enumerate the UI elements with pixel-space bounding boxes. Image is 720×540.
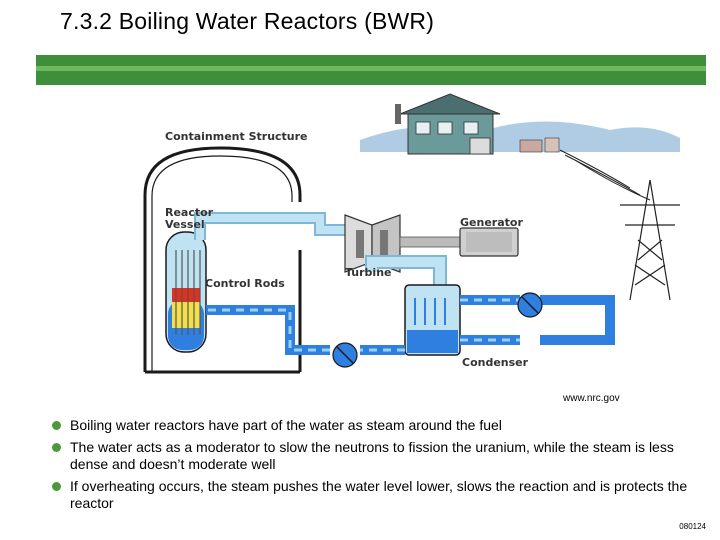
generator — [459, 227, 519, 257]
small-buildings-icon — [519, 137, 560, 153]
label-reactor-1: Reactor — [165, 206, 214, 219]
label-reactor-2: Vessel — [165, 218, 205, 231]
bullet-text: If overheating occurs, the steam pushes … — [70, 478, 688, 511]
cooling-water-loop — [460, 295, 520, 345]
transmission-tower-icon — [620, 179, 680, 301]
label-generator: Generator — [460, 216, 523, 229]
slide-number: 080124 — [679, 522, 706, 531]
containment-structure — [143, 146, 302, 372]
slide-title: 7.3.2 Boiling Water Reactors (BWR) — [60, 8, 435, 34]
bullet-item: The water acts as a moderator to slow th… — [52, 439, 712, 473]
bullet-text: Boiling water reactors have part of the … — [70, 417, 502, 433]
feedwater-pipe — [206, 305, 405, 355]
image-credit: www.nrc.gov — [563, 393, 620, 404]
bullet-text: The water acts as a moderator to slow th… — [70, 439, 674, 472]
title-underline-stripe — [36, 66, 706, 71]
reactor-vessel — [165, 231, 207, 353]
feedwater-pump-icon — [332, 342, 358, 368]
turbine-shaft — [399, 236, 461, 248]
label-turbine: Turbine — [345, 266, 392, 279]
label-control-rods: Control Rods — [205, 277, 285, 290]
bullet-dot-icon — [52, 482, 61, 491]
label-condenser: Condenser — [462, 356, 529, 369]
bullet-dot-icon — [52, 443, 61, 452]
bullet-list: Boiling water reactors have part of the … — [52, 417, 712, 517]
cooling-pump-icon — [517, 292, 543, 318]
power-lines — [559, 149, 651, 201]
bullet-item: If overheating occurs, the steam pushes … — [52, 478, 712, 512]
bullet-item: Boiling water reactors have part of the … — [52, 417, 712, 434]
house-icon — [395, 93, 501, 155]
label-containment: Containment Structure — [165, 130, 308, 143]
bullet-dot-icon — [52, 421, 61, 430]
condenser — [404, 284, 461, 356]
